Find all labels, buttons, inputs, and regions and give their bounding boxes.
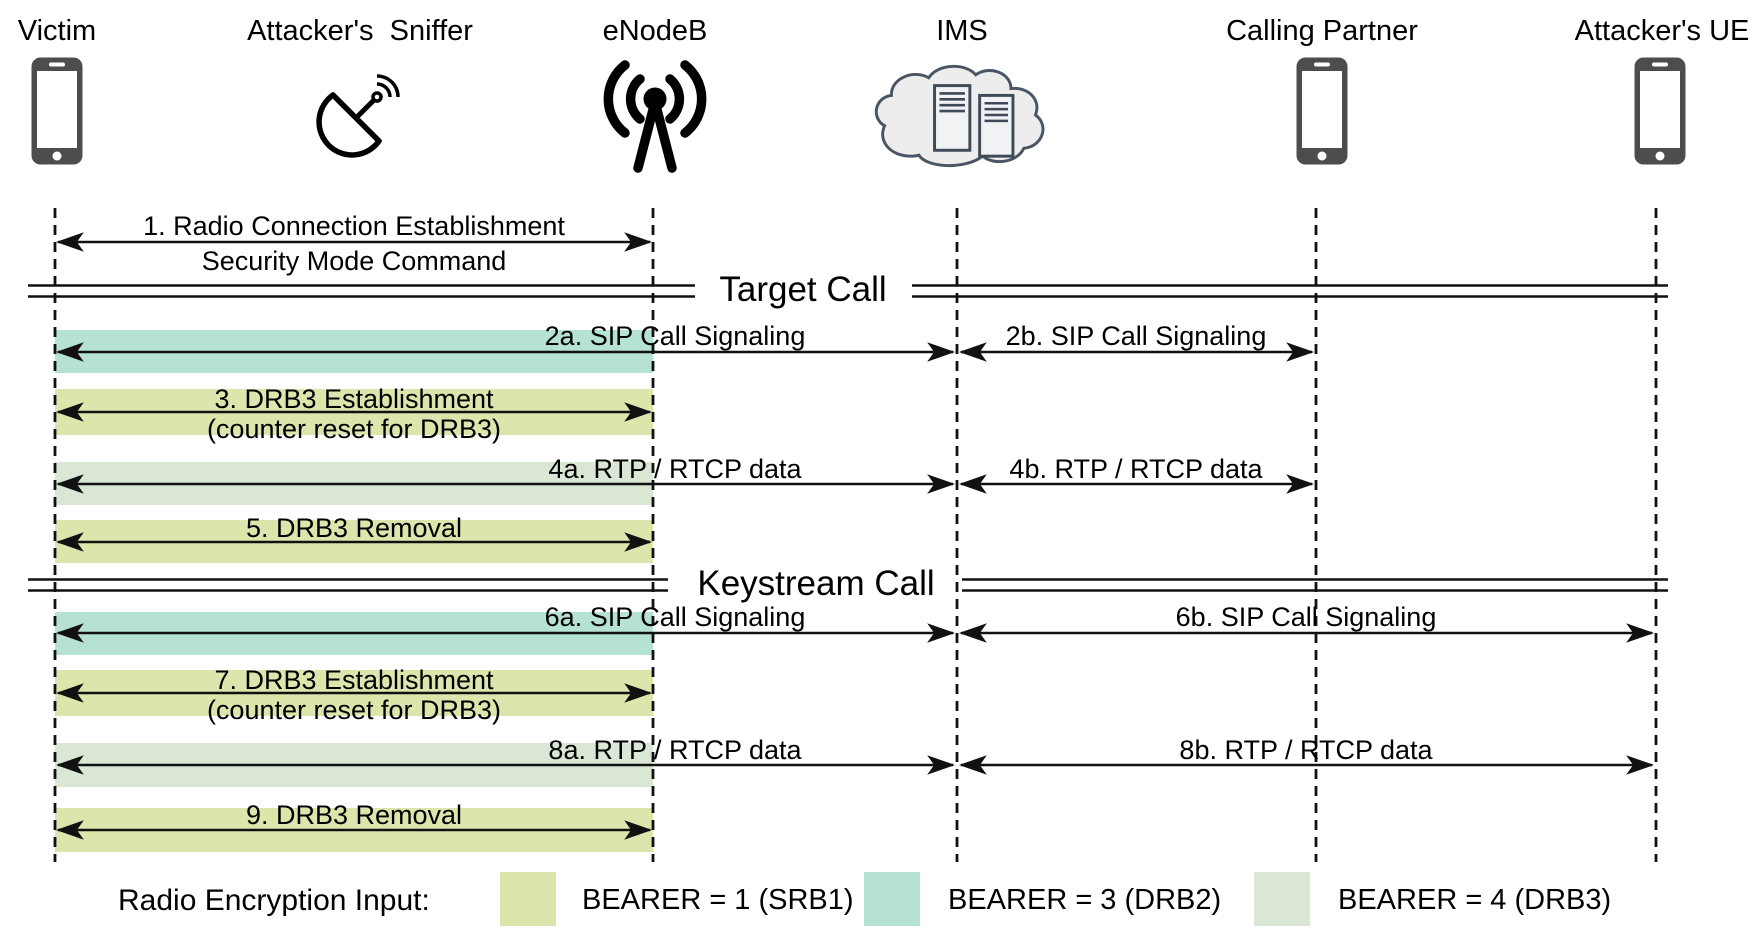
section-title-target-call: Target Call <box>719 270 887 309</box>
legend-swatch-bearer1-srb1 <box>500 872 556 931</box>
message-2b-label: 2b. SIP Call Signaling <box>1005 321 1267 351</box>
section-title-keystream-call: Keystream Call <box>697 564 935 603</box>
message-2a-label: 2a. SIP Call Signaling <box>544 321 806 351</box>
lifelines <box>53 208 1658 862</box>
legend-label-bearer4-drb3: BEARER = 4 (DRB3) <box>1338 884 1612 916</box>
legend-swatch-bearer3-drb2 <box>864 872 920 931</box>
message-7-sublabel: (counter reset for DRB3) <box>206 695 502 725</box>
smartphone-icon <box>30 56 84 171</box>
message-4a-label: 4a. RTP / RTCP data <box>548 454 802 484</box>
legend-label-bearer3-drb2: BEARER = 3 (DRB2) <box>948 884 1222 916</box>
legend-swatch-bearer4-drb3 <box>1254 872 1310 931</box>
message-1-sublabel: Security Mode Command <box>201 246 507 276</box>
section-divider-target-call <box>28 284 1668 298</box>
actor-attackers-sniffer-label: Attacker's Sniffer <box>247 15 473 47</box>
actor-victim-label: Victim <box>17 15 97 47</box>
message-3-label: 3. DRB3 Establishment <box>214 384 494 414</box>
message-arrows <box>55 232 1655 840</box>
smartphone-icon <box>1633 56 1687 171</box>
message-7-label: 7. DRB3 Establishment <box>214 665 494 695</box>
message-1-label: 1. Radio Connection Establishment <box>143 211 565 241</box>
actor-calling-partner-label: Calling Partner <box>1226 15 1418 47</box>
legend-title: Radio Encryption Input: <box>118 884 430 917</box>
legend-label-bearer1-srb1: BEARER = 1 (SRB1) <box>582 884 854 916</box>
message-3-sublabel: (counter reset for DRB3) <box>206 414 502 444</box>
message-6a-label: 6a. SIP Call Signaling <box>544 602 806 632</box>
satellite-dish-icon <box>316 74 404 167</box>
cell-tower-icon <box>596 52 714 179</box>
message-8b-label: 8b. RTP / RTCP data <box>1179 735 1433 765</box>
message-6b-label: 6b. SIP Call Signaling <box>1175 602 1437 632</box>
actor-enodeb-label: eNodeB <box>602 15 708 47</box>
message-4b-label: 4b. RTP / RTCP data <box>1009 454 1263 484</box>
smartphone-icon <box>1295 56 1349 171</box>
cloud-servers-icon <box>864 56 1060 179</box>
message-5-label: 5. DRB3 Removal <box>245 513 463 543</box>
actor-ims-label: IMS <box>936 15 988 47</box>
actor-attackers-ue-label: Attacker's UE <box>1574 15 1750 47</box>
section-divider-keystream-call <box>28 578 1668 592</box>
message-9-label: 9. DRB3 Removal <box>245 800 463 830</box>
message-8a-label: 8a. RTP / RTCP data <box>548 735 802 765</box>
